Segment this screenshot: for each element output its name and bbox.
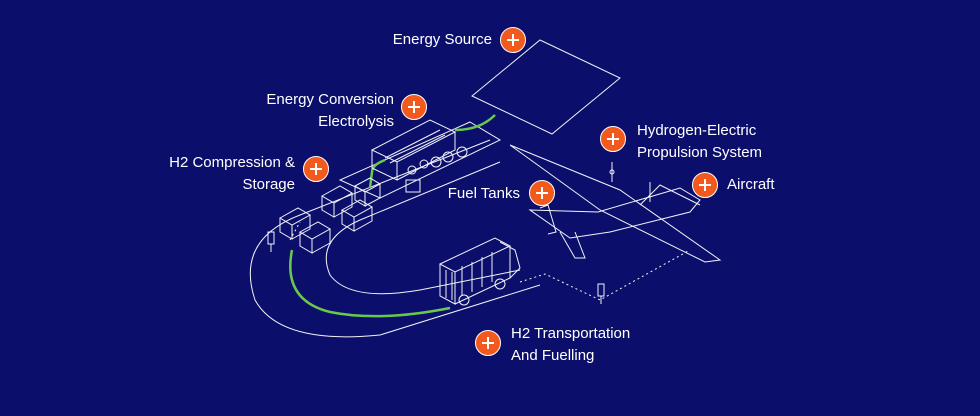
hydrogen-path xyxy=(289,114,496,318)
energy-conversion-line2: Electrolysis xyxy=(318,113,394,130)
fuel-truck xyxy=(438,237,521,306)
aircraft-drawing xyxy=(509,144,722,263)
posts xyxy=(267,231,605,304)
road-outline-outer xyxy=(249,139,541,338)
aircraft-label: Aircraft xyxy=(727,174,775,196)
h2-compression-line2: Storage xyxy=(242,176,295,193)
fuel-tanks-label: Fuel Tanks xyxy=(420,183,520,205)
transportation-label: H2 Transportation And Fuelling xyxy=(511,323,630,367)
propulsion-plus-icon[interactable] xyxy=(600,126,626,152)
energy-conversion-line1: Energy Conversion xyxy=(266,91,394,108)
propulsion-line2: Propulsion System xyxy=(637,144,763,161)
transportation-line1: H2 Transportation xyxy=(511,325,631,342)
propulsion-label: Hydrogen-Electric Propulsion System xyxy=(637,120,762,164)
energy-source-text: Energy Source xyxy=(392,31,492,48)
energy-source-plus-icon[interactable] xyxy=(500,27,526,53)
road-outline-inner xyxy=(325,161,521,295)
electrolyser xyxy=(370,119,468,193)
energy-source-label: Energy Source xyxy=(360,29,492,51)
storage-containers xyxy=(278,177,382,254)
solar-array xyxy=(471,39,621,135)
propulsion-line1: Hydrogen-Electric xyxy=(637,122,757,139)
energy-conversion-plus-icon[interactable] xyxy=(401,94,427,120)
energy-conversion-label: Energy Conversion Electrolysis xyxy=(230,89,394,133)
fuel-tanks-text: Fuel Tanks xyxy=(447,185,520,202)
aircraft-plus-icon[interactable] xyxy=(692,172,718,198)
h2-compression-line1: H2 Compression & xyxy=(169,154,295,171)
fuel-line xyxy=(519,249,691,301)
transportation-line2: And Fuelling xyxy=(511,347,595,364)
fuel-line-2 xyxy=(289,221,301,241)
aircraft-text: Aircraft xyxy=(727,176,775,193)
h2-compression-plus-icon[interactable] xyxy=(303,156,329,182)
h2-compression-label: H2 Compression & Storage xyxy=(135,152,295,196)
fuel-tanks-plus-icon[interactable] xyxy=(529,180,555,206)
transportation-plus-icon[interactable] xyxy=(475,330,501,356)
